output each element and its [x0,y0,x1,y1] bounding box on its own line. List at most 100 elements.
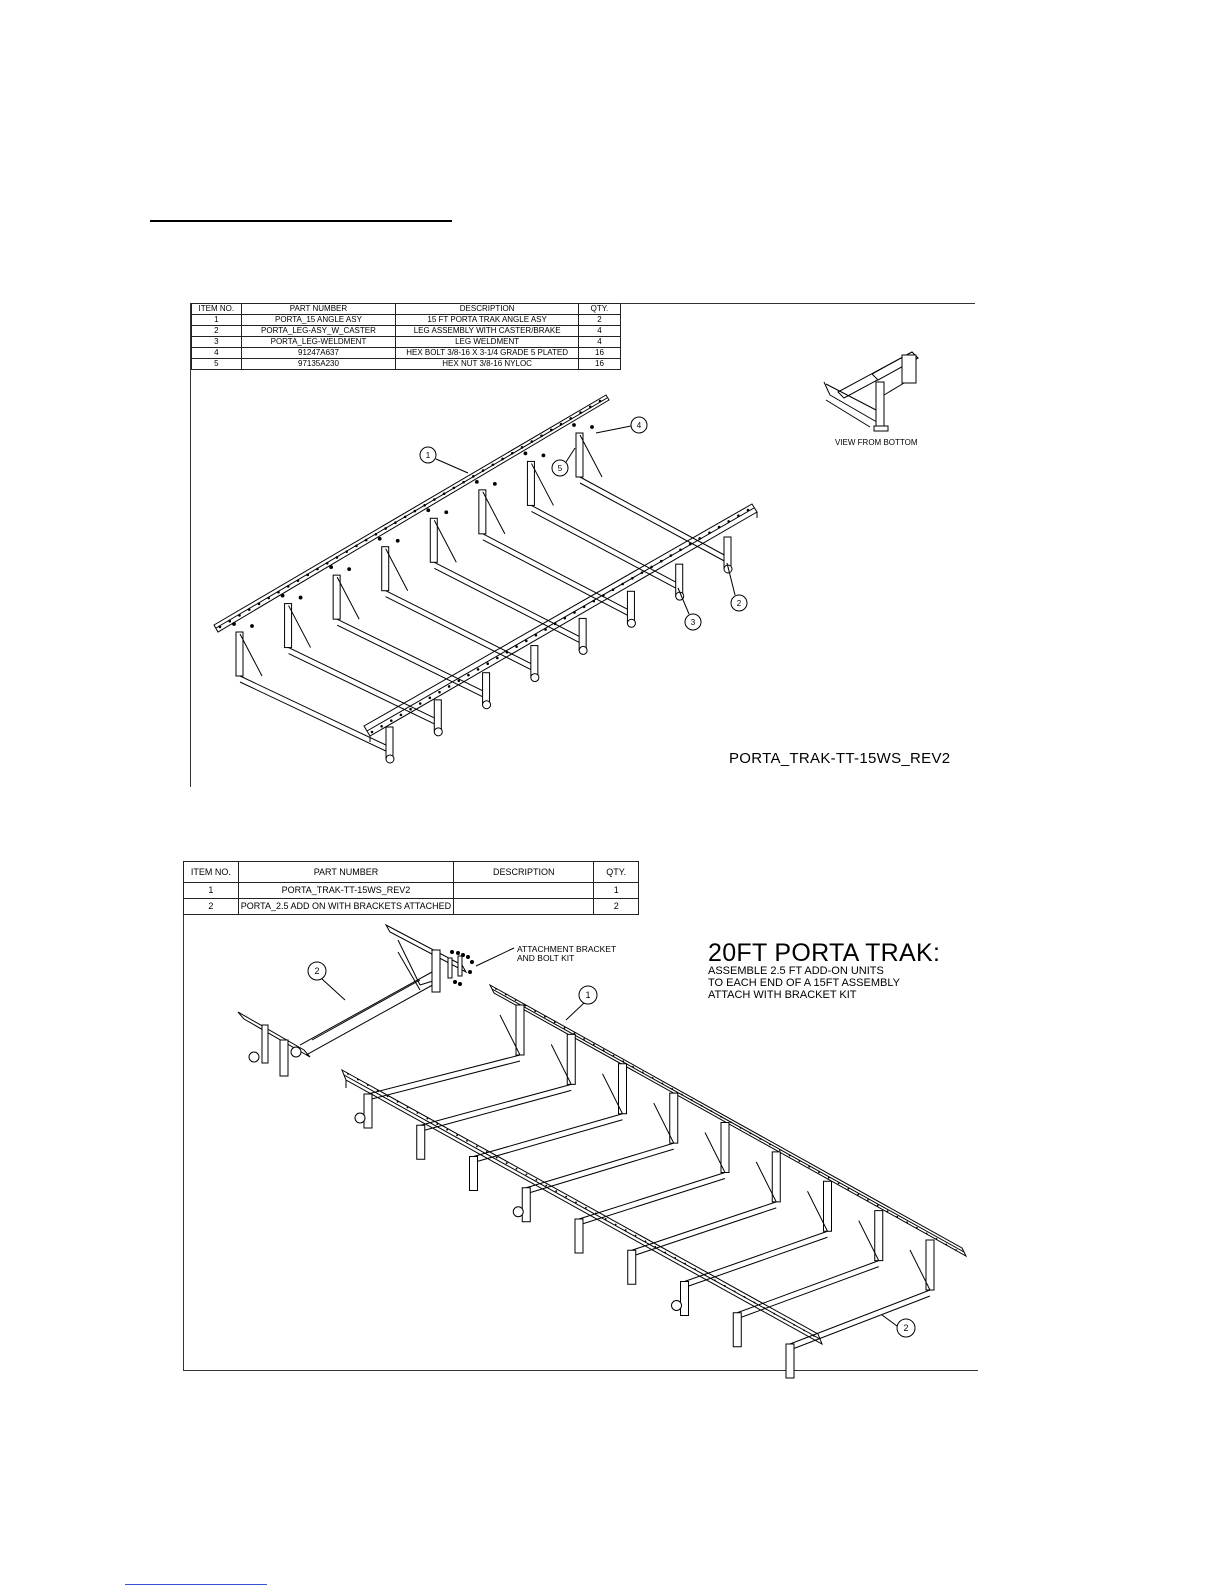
bolt-mark [377,536,382,541]
rail-hole [384,527,387,530]
rail-hole [640,571,644,574]
rail-hole [803,1329,805,1332]
bom-cell-qty: 2 [593,898,639,915]
rail-hole [534,1010,537,1013]
rail-hole [545,1184,548,1187]
rail-hole [634,1234,637,1237]
rail-hole [370,730,374,734]
rail-hole [847,1188,850,1190]
rail-hole [515,1167,518,1170]
rail-hole [296,579,300,582]
rail-hole [604,1218,607,1220]
bracket-callout-line2: AND BOLT KIT [517,953,575,963]
rail-hole [598,399,602,403]
rail-hole [553,622,557,626]
rail-hole [491,463,495,467]
drawing1-bom-table: ITEM NO. PART NUMBER DESCRIPTION QTY. 1 … [191,303,622,370]
rail-hole [376,1089,379,1092]
rail-hole [286,585,290,588]
balloon-label: 2 [314,966,319,976]
rail-hole [238,614,241,617]
rail-hole [583,1038,585,1040]
leg-frame [469,1063,627,1191]
leg-frame [526,460,685,601]
rail-hole [708,531,711,535]
rail-hole [520,446,524,449]
rail-hole [446,1128,449,1131]
rail-hole [467,673,470,677]
rail-hole [749,1132,752,1135]
rail-hole [535,1179,538,1181]
bolt-mark [426,508,431,513]
rail-hole [355,544,358,548]
rail-hole [684,1262,687,1265]
leg-frame [332,574,492,710]
bolt-mark [590,425,594,429]
bolt-mark [474,479,479,484]
bom-header-row: ITEM NO. PART NUMBER DESCRIPTION QTY. [183,861,639,883]
leg-frame [732,1210,884,1348]
bolt-mark [329,565,334,570]
leg-frame [574,1122,730,1254]
rail-hole [679,548,682,552]
rail-hole [737,514,740,517]
rail-hole [380,725,383,728]
rail-hole [257,602,261,606]
rail-hole [247,608,251,611]
rail-hole [651,1076,654,1079]
rail-hole [837,1182,840,1185]
rail-hole [481,469,485,472]
bolt-mark [280,593,285,598]
rail-hole [476,668,480,671]
leg-frame [671,1180,832,1316]
rail-hole [624,1229,627,1231]
leg-frame [381,546,540,683]
attachment-bracket-kit [447,950,474,986]
rail-hole [495,988,497,990]
rail-hole [739,1126,742,1129]
rail-hole [594,1212,597,1215]
leg-frame [512,1092,679,1223]
rail-hole [925,1232,928,1235]
rail-hole [335,556,339,559]
rail-hole [906,1221,908,1224]
rail-hole [452,486,456,490]
assembly-note-3: ATTACH WITH BRACKET KIT [708,989,857,1001]
leg-frame [627,1151,781,1285]
rail-hole [456,1134,458,1137]
balloon-label: 1 [426,451,431,460]
balloon-item-2-bottom [896,1318,916,1338]
rail-hole [876,1204,879,1207]
bom-cell-qty: 16 [577,358,622,370]
bracket-callout-line1: ATTACHMENT BRACKET [517,944,617,954]
rail-hole [345,550,348,553]
bolt-mark [347,567,352,572]
drawing2-isometric-view: 2 1 2 [237,923,968,1379]
leg-frame [354,1004,525,1129]
bom-cell-part: 97135A230 [240,358,397,370]
rail-hole [592,1043,595,1046]
header-rule [150,220,452,222]
balloon-item-1 [419,446,437,464]
bolt-mark [572,423,576,427]
rail-hole [436,1123,439,1126]
rail-hole [783,1318,786,1321]
rail-hole [403,515,407,519]
rail-hole [316,567,319,571]
rail-hole [442,492,446,496]
rail-hole [704,1273,706,1276]
rail-hole [413,509,417,513]
bom-cell-desc [453,898,595,915]
rail-hole [511,451,514,455]
rail-hole [753,1301,756,1304]
rail-hole [573,1032,576,1035]
rail-hole [544,628,547,631]
rail-hole [515,645,518,648]
rail-hole [553,1021,556,1024]
rail-hole [585,1206,587,1209]
rail-hole [727,520,731,523]
bolt-mark [523,451,528,456]
drawing1-name: PORTA_TRAK-TT-15WS_REV2 [729,750,951,767]
rail-hole [565,1195,568,1198]
rail-hole [886,1210,889,1213]
